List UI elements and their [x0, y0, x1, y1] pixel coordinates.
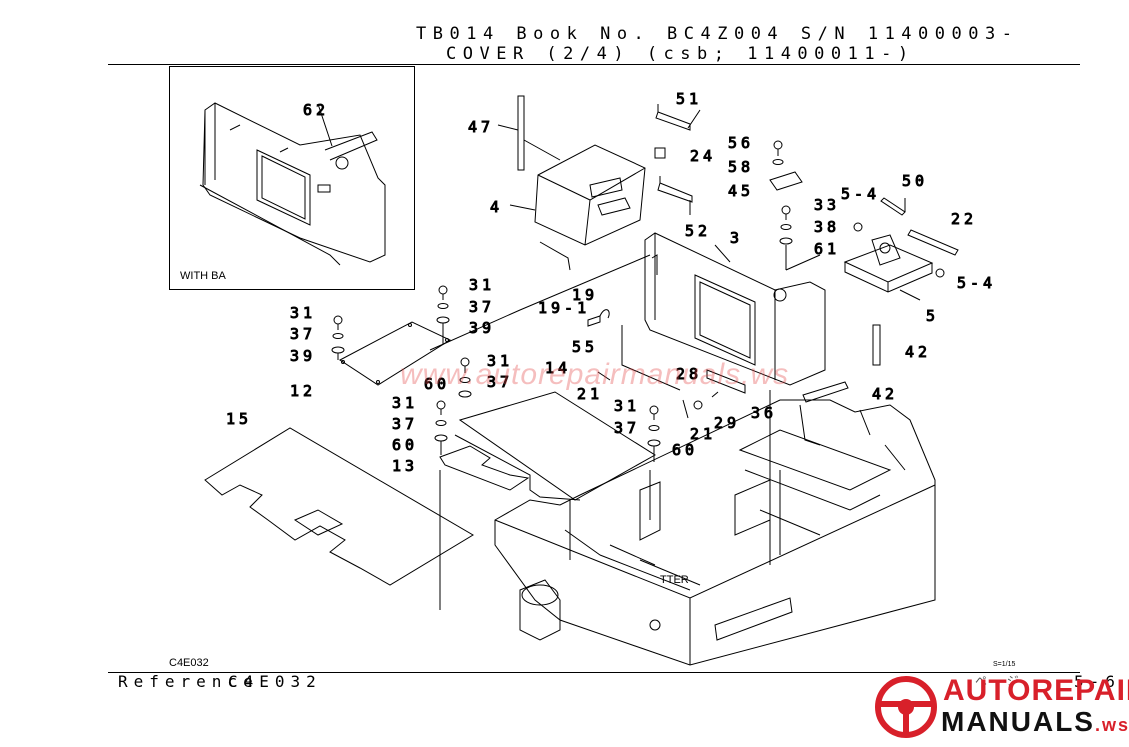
label-3: 3	[730, 229, 743, 247]
label-19-1: 19-1	[538, 299, 590, 317]
label-21-b: 21	[690, 425, 716, 443]
label-37-d: 37	[614, 419, 640, 437]
label-42-b: 42	[872, 385, 898, 403]
site-logo[interactable]: AUTOREPAIR MANUALS.ws	[873, 672, 1129, 742]
label-37-b: 37	[290, 325, 316, 343]
label-15: 15	[226, 410, 252, 428]
label-12: 12	[290, 382, 316, 400]
label-55: 55	[572, 338, 598, 356]
label-42-a: 42	[905, 343, 931, 361]
logo-suffix: .ws	[1095, 715, 1129, 735]
logo-line-2-text: MANUALS	[941, 706, 1095, 737]
label-14: 14	[545, 359, 571, 377]
inset-bracket-drawing	[199, 102, 386, 266]
label-39-b: 39	[290, 347, 316, 365]
label-31-b: 31	[290, 304, 316, 322]
label-31-d: 31	[614, 397, 640, 415]
steering-wheel-icon	[875, 676, 937, 738]
label-31-a: 31	[469, 276, 495, 294]
label-56: 56	[728, 134, 754, 152]
logo-line-1: AUTOREPAIR	[943, 674, 1129, 707]
part-3-bracket	[644, 232, 826, 386]
label-5: 5	[926, 307, 939, 325]
footer-code-big: C4E032	[228, 672, 322, 691]
base-frame	[494, 399, 936, 666]
label-36: 36	[751, 404, 777, 422]
label-37-a: 37	[469, 298, 495, 316]
label-51: 51	[676, 90, 702, 108]
inset-caption: WITH BA	[180, 270, 226, 282]
label-28: 28	[676, 365, 702, 383]
label-61: 61	[814, 240, 840, 258]
logo-line-2: MANUALS.ws	[941, 706, 1129, 738]
watermark: www.autorepairmanuals.ws	[400, 358, 790, 391]
label-22: 22	[951, 210, 977, 228]
footer-page-number: 5-6	[1074, 672, 1121, 691]
label-38: 38	[814, 218, 840, 236]
inset-frame	[169, 66, 415, 290]
label-13: 13	[392, 457, 418, 475]
header-line-2: COVER (2/4) (csb; 11400011-)	[446, 44, 915, 64]
label-47: 47	[468, 118, 494, 136]
label-45: 45	[728, 182, 754, 200]
label-31-e: 31	[392, 394, 418, 412]
label-5-4-b: 5-4	[957, 274, 996, 292]
label-tter: TTER	[660, 574, 689, 586]
header-rule	[108, 64, 1080, 65]
footer-code-small: C4E032	[169, 657, 209, 669]
label-37-e: 37	[392, 415, 418, 433]
label-37-c: 37	[487, 373, 513, 391]
label-60-c: 60	[672, 441, 698, 459]
label-24: 24	[690, 147, 716, 165]
label-60-b: 60	[392, 436, 418, 454]
header-line-1: TB014 Book No. BC4Z004 S/N 11400003-	[416, 24, 1019, 44]
part-5-mount	[843, 197, 959, 301]
label-62: 62	[303, 101, 329, 119]
label-31-c: 31	[487, 352, 513, 370]
label-5-4-a: 5-4	[841, 185, 880, 203]
label-29: 29	[714, 414, 740, 432]
label-4: 4	[490, 198, 503, 216]
label-39-a: 39	[469, 319, 495, 337]
label-21-a: 21	[577, 385, 603, 403]
footer-page-kana: ページ	[975, 674, 1023, 688]
label-33: 33	[814, 196, 840, 214]
footer-rule	[108, 672, 1080, 673]
footer-reference: Reference	[118, 672, 259, 691]
label-19: 19	[572, 286, 598, 304]
label-58: 58	[728, 158, 754, 176]
footer-scale: S=1/15	[993, 661, 1016, 668]
part-4-box	[509, 144, 646, 271]
label-60-a: 60	[424, 375, 450, 393]
label-50: 50	[902, 172, 928, 190]
label-52: 52	[685, 222, 711, 240]
